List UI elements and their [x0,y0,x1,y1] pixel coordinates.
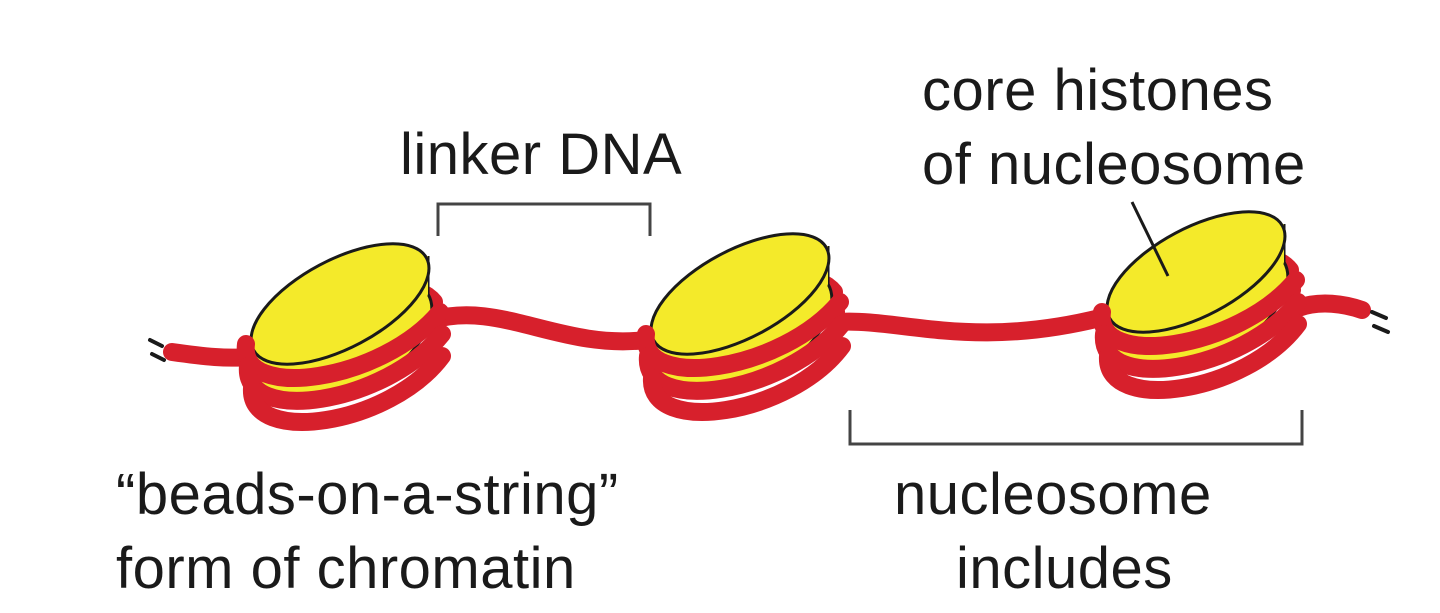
core-histones-pointer [1130,201,1170,277]
linker-dna-label: linker DNA [400,122,683,187]
core-histones-label-line1: core histones [922,58,1274,123]
beads-on-a-string-label-line2: form of chromatin [116,536,576,601]
core-histones-label-line2: of nucleosome [922,132,1306,197]
beads-on-a-string-label-line1: “beads-on-a-string” [116,462,619,527]
nucleosome-includes-label-line2: includes [956,536,1173,601]
nucleosome-includes-label-line1: nucleosome [894,462,1212,527]
nucleosome-2 [633,209,847,412]
nucleosome-bracket [848,410,1304,446]
linker-dna-bracket [436,202,652,236]
strand-break-right [1370,310,1390,334]
linker-dna-strand [163,294,1371,367]
nucleosome-1 [233,219,447,422]
nucleosome-3 [1089,187,1303,390]
strand-break-left [148,338,166,362]
